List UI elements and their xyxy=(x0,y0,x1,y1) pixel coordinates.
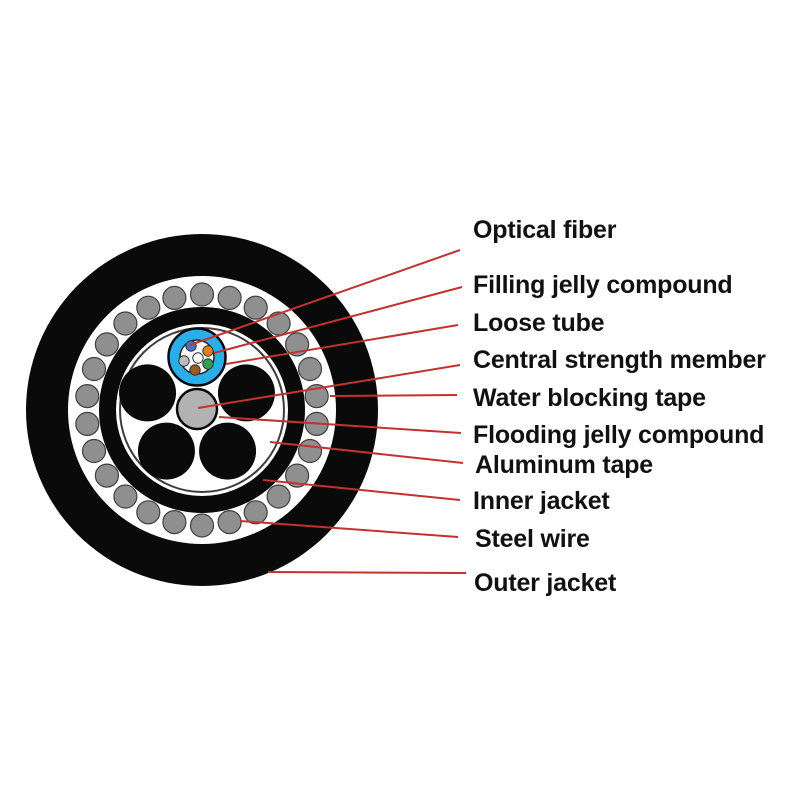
white-fiber-optical-fiber-dot xyxy=(192,352,204,364)
leader-line-6 xyxy=(218,416,462,434)
part-label-3: Loose tube xyxy=(473,309,605,337)
leader-line-9 xyxy=(239,520,459,538)
steel-wire xyxy=(266,311,291,336)
steel-wire xyxy=(94,332,120,357)
steel-wire xyxy=(113,311,138,336)
filler-tube xyxy=(137,422,195,480)
steel-wire xyxy=(297,438,323,464)
steel-wire xyxy=(136,295,161,320)
steel-wire xyxy=(189,513,215,538)
steel-wire xyxy=(217,285,242,310)
steel-wire xyxy=(81,438,107,464)
filler-tube xyxy=(217,364,275,422)
cable-cross-section xyxy=(26,234,378,586)
brown-fiber-optical-fiber-dot xyxy=(189,364,201,376)
steel-wire xyxy=(285,463,310,488)
leader-line-4 xyxy=(197,364,461,409)
part-label-9: Steel wire xyxy=(475,525,590,553)
steel-wire xyxy=(217,509,242,535)
part-label-2: Filling jelly compound xyxy=(473,271,733,299)
filler-tube xyxy=(199,422,257,480)
steel-wire-armor xyxy=(75,282,329,538)
steel-wire xyxy=(189,282,215,307)
steel-wire xyxy=(75,384,100,409)
steel-wire xyxy=(297,356,323,382)
part-label-6: Flooding jelly compound xyxy=(473,421,765,449)
steel-wire xyxy=(136,500,161,525)
loose-tube xyxy=(167,327,227,387)
part-label-5: Water blocking tape xyxy=(473,384,706,412)
part-label-1: Optical fiber xyxy=(473,216,617,244)
part-label-8: Inner jacket xyxy=(473,487,610,515)
steel-wire xyxy=(81,356,107,382)
steel-wire xyxy=(113,484,138,509)
steel-wire xyxy=(243,500,268,525)
gray-fiber-optical-fiber-dot xyxy=(178,355,190,367)
part-label-4: Central strength member xyxy=(473,346,766,374)
steel-wire xyxy=(243,295,268,320)
orange-fiber-optical-fiber-dot xyxy=(202,345,214,357)
steel-wire xyxy=(162,509,187,535)
part-label-10: Outer jacket xyxy=(474,569,617,597)
leader-line-5 xyxy=(329,394,458,397)
leader-lines xyxy=(189,249,467,574)
leader-line-2 xyxy=(213,286,463,354)
leader-line-10 xyxy=(267,571,467,574)
tube-bundle xyxy=(119,327,275,480)
leader-line-1 xyxy=(189,249,461,346)
leader-line-7 xyxy=(269,441,464,464)
filler-tube xyxy=(119,364,177,422)
leader-line-3 xyxy=(225,324,459,365)
part-label-7: Aluminum tape xyxy=(475,451,653,479)
leader-line-8 xyxy=(262,479,461,501)
steel-wire xyxy=(266,484,291,509)
steel-wire xyxy=(162,285,187,310)
green-fiber-optical-fiber-dot xyxy=(202,358,214,370)
steel-wire xyxy=(94,463,120,488)
steel-wire xyxy=(75,411,100,436)
central-strength-member xyxy=(175,387,219,431)
